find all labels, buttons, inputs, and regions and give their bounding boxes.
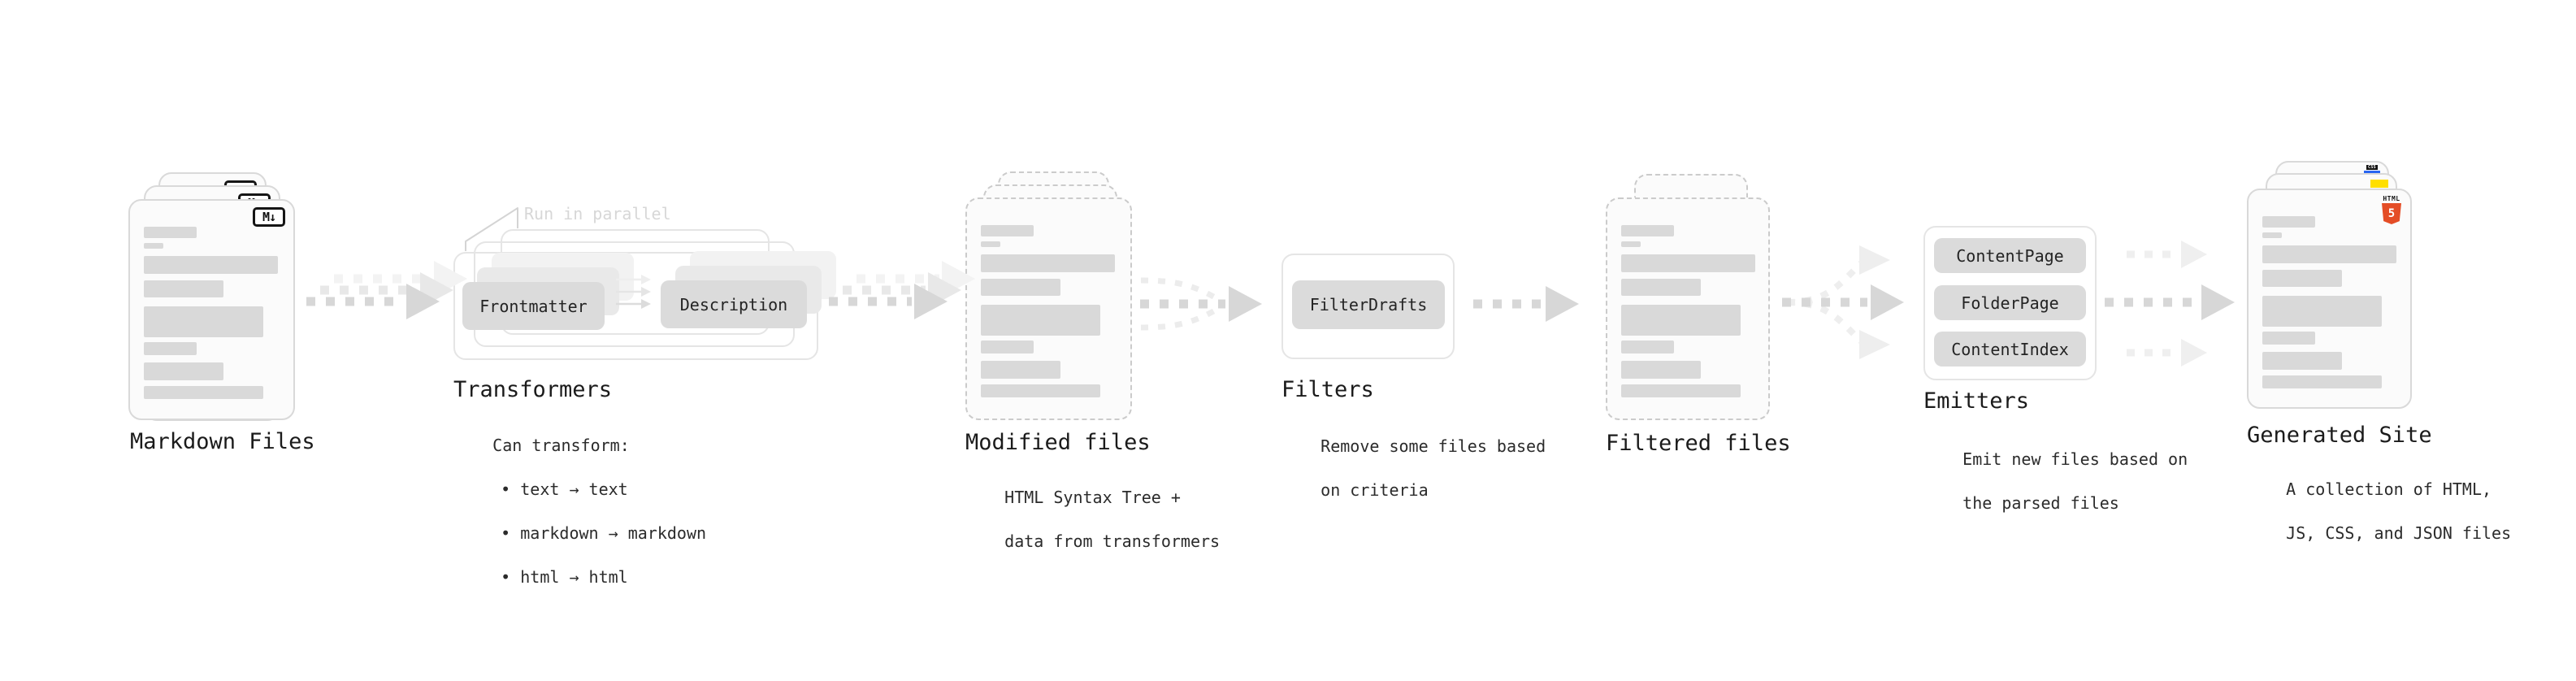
- description-line: JS, CSS, and JSON files: [2286, 523, 2512, 543]
- filterdrafts-node: FilterDrafts: [1292, 280, 1445, 329]
- html5-icon: HTML 5: [2382, 195, 2401, 224]
- frontmatter-node: Frontmatter: [462, 282, 605, 330]
- modified-files-description: HTML Syntax Tree + data from transformer…: [965, 465, 1220, 575]
- emitters-description: Emit new files based on the parsed files: [1923, 427, 2188, 536]
- contentindex-node: ContentIndex: [1934, 332, 2086, 367]
- filters-label: Filters: [1281, 377, 1374, 402]
- description-line: Emit new files based on: [1962, 449, 2188, 469]
- arrow-filters-to-filtered: [1473, 286, 1579, 322]
- description-line: Remove some files based: [1321, 436, 1546, 456]
- emitters-frame: [1923, 226, 2097, 380]
- description-node: Description: [661, 280, 807, 328]
- description-line: data from transformers: [1004, 531, 1221, 551]
- filtered-files-label: Filtered files: [1606, 431, 1791, 456]
- javascript-icon: [2370, 180, 2388, 188]
- html-file-card: HTML 5: [2247, 189, 2412, 409]
- bullet-item: • markdown → markdown: [501, 523, 707, 543]
- description-line: HTML Syntax Tree +: [1004, 488, 1181, 507]
- bullet-item: • text → text: [501, 479, 628, 499]
- html5-icon-shield: 5: [2382, 203, 2401, 224]
- text-placeholder-bars: [130, 201, 293, 419]
- html5-icon-text: HTML: [2383, 195, 2400, 202]
- html5-icon-number: 5: [2387, 207, 2396, 220]
- modified-files-label: Modified files: [965, 430, 1151, 455]
- arrow-filtered-to-emitters: [1782, 245, 1904, 359]
- bullet-item: • html → html: [501, 567, 628, 587]
- filters-frame: [1281, 254, 1455, 359]
- transformers-label: Transformers: [453, 377, 613, 402]
- filtered-file-card-front: [1606, 197, 1770, 420]
- text-placeholder-bars: [2249, 190, 2410, 407]
- modified-file-card-front: [965, 197, 1132, 420]
- folderpage-node: FolderPage: [1934, 285, 2086, 320]
- can-transform-title: Can transform:: [492, 436, 630, 455]
- transformers-description: Can transform: • text → text • markdown …: [453, 413, 706, 610]
- css-icon-text: CSS: [2366, 165, 2378, 170]
- generated-site-label: Generated Site: [2247, 423, 2432, 448]
- modified-files-stack: [965, 171, 1132, 423]
- text-placeholder-bars: [1607, 199, 1768, 419]
- contentpage-node: ContentPage: [1934, 238, 2086, 273]
- css3-icon: CSS: [2364, 165, 2380, 173]
- css-icon-underline: [2364, 171, 2380, 173]
- markdown-files-label: Markdown Files: [130, 429, 315, 454]
- description-line: on criteria: [1321, 480, 1429, 500]
- run-in-parallel-annotation: Run in parallel: [524, 204, 671, 223]
- filtered-files-stack: [1606, 174, 1770, 426]
- generated-site-stack: CSS HTML 5: [2247, 161, 2412, 413]
- markdown-files-stack: M↓ M↓ M↓: [128, 172, 325, 421]
- arrow-modified-to-filters: [1140, 277, 1262, 331]
- arrow-transformers-to-modified: [829, 261, 975, 319]
- arrow-emitters-to-generated: [2105, 241, 2235, 367]
- description-line: the parsed files: [1962, 493, 2119, 513]
- markdown-icon: M↓: [253, 207, 285, 227]
- arrow-markdown-to-transformers: [306, 261, 467, 319]
- markdown-file-card-front: M↓: [128, 199, 295, 420]
- description-line: A collection of HTML,: [2286, 479, 2492, 499]
- text-placeholder-bars: [967, 199, 1130, 419]
- filters-description: Remove some files based on criteria: [1281, 414, 1546, 523]
- emitters-label: Emitters: [1923, 388, 2030, 414]
- generated-site-description: A collection of HTML, JS, CSS, and JSON …: [2247, 457, 2511, 566]
